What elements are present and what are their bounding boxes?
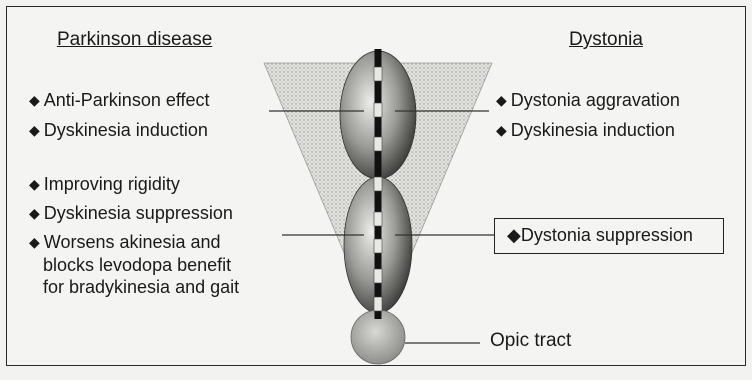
item-text: Improving rigidity [44,174,180,194]
item-text: Dyskinesia suppression [44,203,233,223]
parkinson-heading: Parkinson disease [57,29,212,51]
item-text-line1: Worsens akinesia and [44,232,221,252]
left-item-anti-parkinson: ◆Anti-Parkinson effect [29,89,210,112]
diamond-bullet-icon: ◆ [29,234,40,250]
left-item-worsens-akinesia: ◆Worsens akinesia and blocks levodopa be… [29,231,239,298]
right-item-dystonia-aggravation: ◆Dystonia aggravation [496,89,680,112]
left-item-improving-rigidity: ◆Improving rigidity [29,173,180,196]
diamond-bullet-icon: ◆ [496,122,507,138]
right-item-dyskinesia-induction: ◆Dyskinesia induction [496,119,675,142]
left-item-dyskinesia-induction: ◆Dyskinesia induction [29,119,208,142]
boxed-item-text: Dystonia suppression [521,225,693,245]
dystonia-heading: Dystonia [569,29,643,51]
item-text: Dyskinesia induction [44,120,208,140]
figure-panel: Parkinson disease Dystonia ◆Anti-Parkins… [6,6,746,366]
diamond-bullet-icon: ◆ [507,225,521,245]
item-text: Dyskinesia induction [511,120,675,140]
diamond-bullet-icon: ◆ [29,205,40,221]
diamond-bullet-icon: ◆ [496,92,507,108]
item-text: Dystonia aggravation [511,90,680,110]
optic-tract-label: Opic tract [490,330,571,352]
diamond-bullet-icon: ◆ [29,122,40,138]
item-text: Anti-Parkinson effect [44,90,210,110]
dystonia-suppression-box: ◆Dystonia suppression [494,218,724,254]
diamond-bullet-icon: ◆ [29,92,40,108]
left-item-dyskinesia-suppression: ◆Dyskinesia suppression [29,202,233,225]
item-text-line2: blocks levodopa benefit [29,254,239,276]
electrode-contacts [374,67,382,311]
item-text-line3: for bradykinesia and gait [29,276,239,298]
diamond-bullet-icon: ◆ [29,176,40,192]
